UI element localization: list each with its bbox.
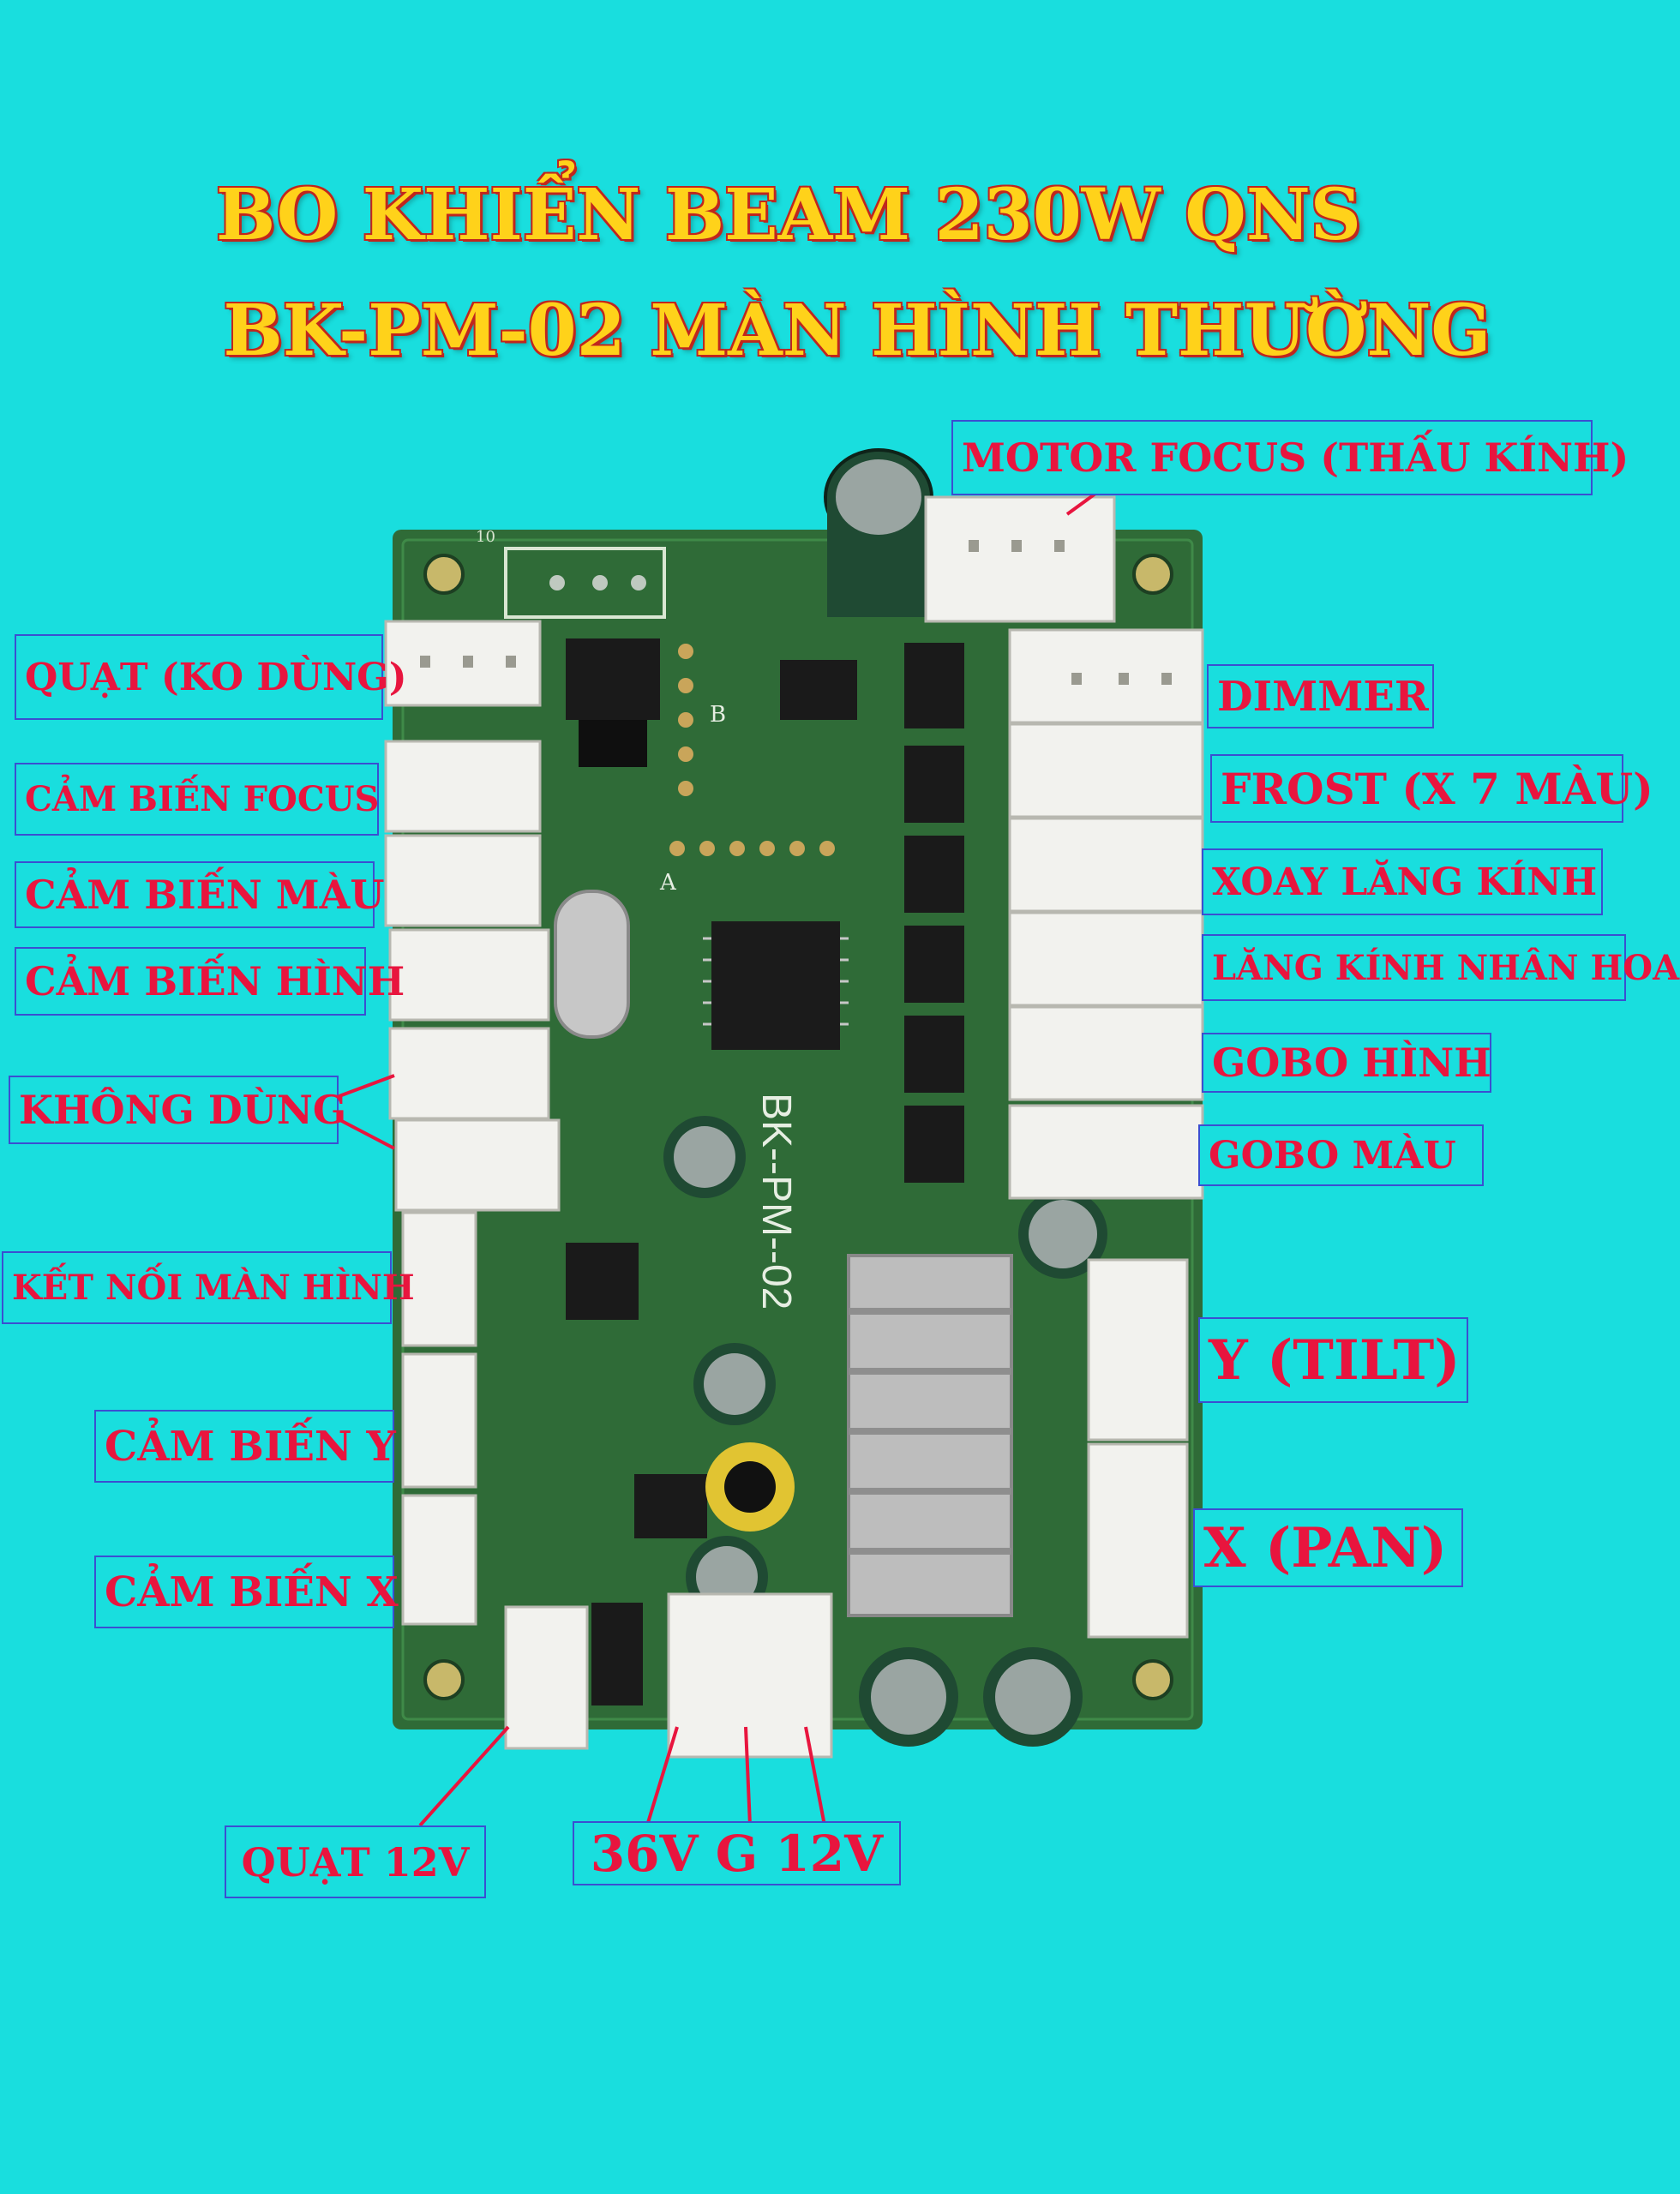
pcb-photo: 10 BK--PM--02 B A bbox=[336, 448, 1204, 1827]
driver-ic-column bbox=[904, 643, 964, 1183]
label-gobo-mau: GOBO MÀU bbox=[1198, 1124, 1484, 1186]
board-model-text: BK--PM--02 bbox=[753, 1093, 799, 1310]
label-x-pan: X (PAN) bbox=[1193, 1508, 1463, 1587]
label-gobo-hinh: GOBO HÌNH bbox=[1202, 1033, 1491, 1093]
connectors-bottom bbox=[504, 1592, 833, 1759]
capacitors bbox=[663, 1116, 1107, 1747]
label-ket-noi-man-hinh: KẾT NỐI MÀN HÌNH bbox=[2, 1251, 415, 1324]
mark-a: A bbox=[659, 870, 677, 896]
label-dimmer: DIMMER bbox=[1207, 664, 1434, 728]
mount-hole bbox=[1132, 1659, 1173, 1700]
heatsink bbox=[847, 1254, 1013, 1617]
label-power-36v-g-12v: 36V G 12V bbox=[573, 1821, 901, 1885]
label-lang-kinh-nhan-hoa: LĂNG KÍNH NHÂN HOA bbox=[1202, 934, 1679, 1001]
label-xoay-lang-kinh: XOAY LĂNG KÍNH bbox=[1202, 848, 1603, 915]
title-line-1: BO KHIỂN BEAM 230W QNS bbox=[215, 174, 1362, 256]
mount-hole bbox=[423, 1659, 465, 1700]
label-frost: FROST (X 7 MÀU) bbox=[1210, 754, 1653, 823]
crystal bbox=[554, 890, 630, 1039]
label-cam-bien-hinh: CẢM BIẾN HÌNH bbox=[15, 947, 405, 1016]
label-cam-bien-y: CẢM BIẾN Y bbox=[94, 1410, 396, 1483]
label-khong-dung: KHÔNG DÙNG bbox=[9, 1076, 346, 1144]
label-motor-focus: MOTOR FOCUS (THẤU KÍNH) bbox=[951, 420, 1629, 495]
title-line-2: BK-PM-02 MÀN HÌNH THƯỜNG bbox=[223, 290, 1491, 372]
regulator bbox=[566, 638, 660, 720]
label-quat-12v: QUẠT 12V bbox=[225, 1825, 486, 1898]
mark-b: B bbox=[710, 702, 726, 728]
pin-10-label: 10 bbox=[476, 528, 495, 546]
mount-hole bbox=[423, 554, 465, 595]
mcu-chip bbox=[711, 921, 840, 1050]
mount-hole bbox=[1132, 554, 1173, 595]
label-cam-bien-focus: CẢM BIẾN FOCUS bbox=[15, 763, 379, 836]
label-cam-bien-mau: CẢM BIẾN MÀU bbox=[15, 861, 384, 928]
label-cam-bien-x: CẢM BIẾN X bbox=[94, 1556, 399, 1628]
connectors-right bbox=[924, 495, 1204, 1639]
label-quat-ko-dung: QUẠT (KO DÙNG) bbox=[15, 634, 407, 720]
label-y-tilt: Y (TILT) bbox=[1198, 1317, 1468, 1403]
